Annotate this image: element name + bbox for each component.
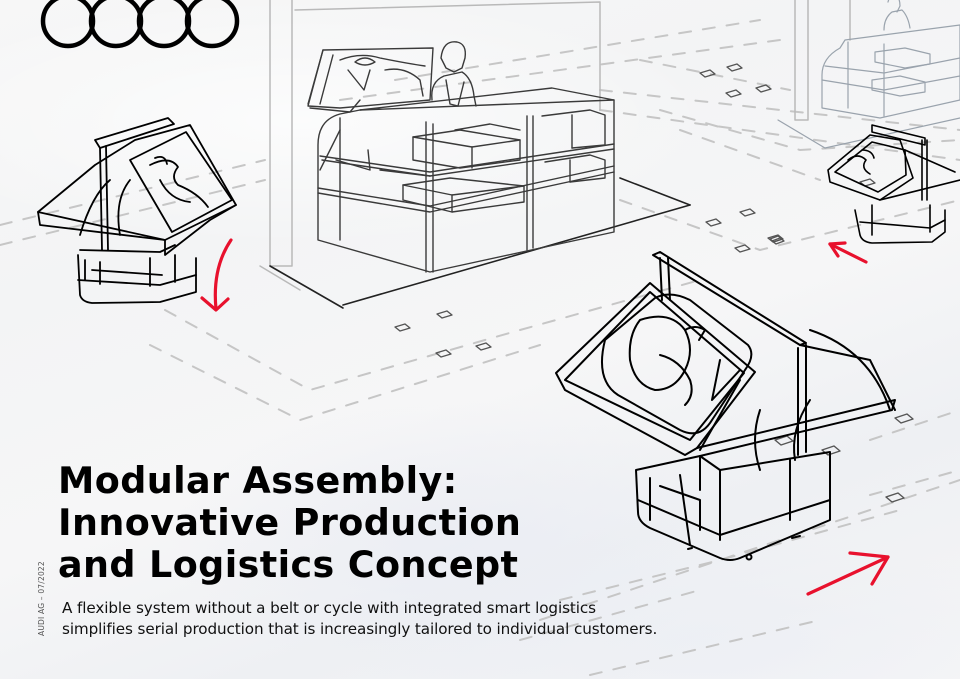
headline-line-2: Innovative Production bbox=[58, 501, 522, 544]
up-right-arrow bbox=[806, 555, 890, 596]
left-agv bbox=[37, 117, 237, 304]
right-background-rack bbox=[777, 0, 960, 149]
front-agv bbox=[555, 251, 896, 561]
rack-platform bbox=[269, 177, 691, 309]
copyright-credit: AUDI AG – 07/2022 bbox=[37, 561, 46, 636]
right-agv bbox=[827, 124, 960, 244]
hall-frame bbox=[259, 0, 851, 291]
floor-markers bbox=[394, 63, 914, 503]
center-storage-rack bbox=[307, 41, 615, 273]
body-line-2: simplifies serial production that is inc… bbox=[62, 620, 658, 638]
four-rings-logo bbox=[40, 0, 240, 49]
curved-down-arrow bbox=[213, 238, 233, 311]
floor-dashed-lanes bbox=[0, 19, 960, 676]
up-left-arrow bbox=[828, 242, 868, 264]
headline: Modular Assembly: Innovative Production … bbox=[58, 460, 521, 586]
headline-line-1: Modular Assembly: bbox=[58, 459, 458, 502]
body-line-1: A flexible system without a belt or cycl… bbox=[62, 599, 596, 617]
headline-line-3: and Logistics Concept bbox=[58, 543, 519, 586]
motion-arrows bbox=[200, 238, 890, 596]
body-description: A flexible system without a belt or cycl… bbox=[62, 598, 657, 640]
